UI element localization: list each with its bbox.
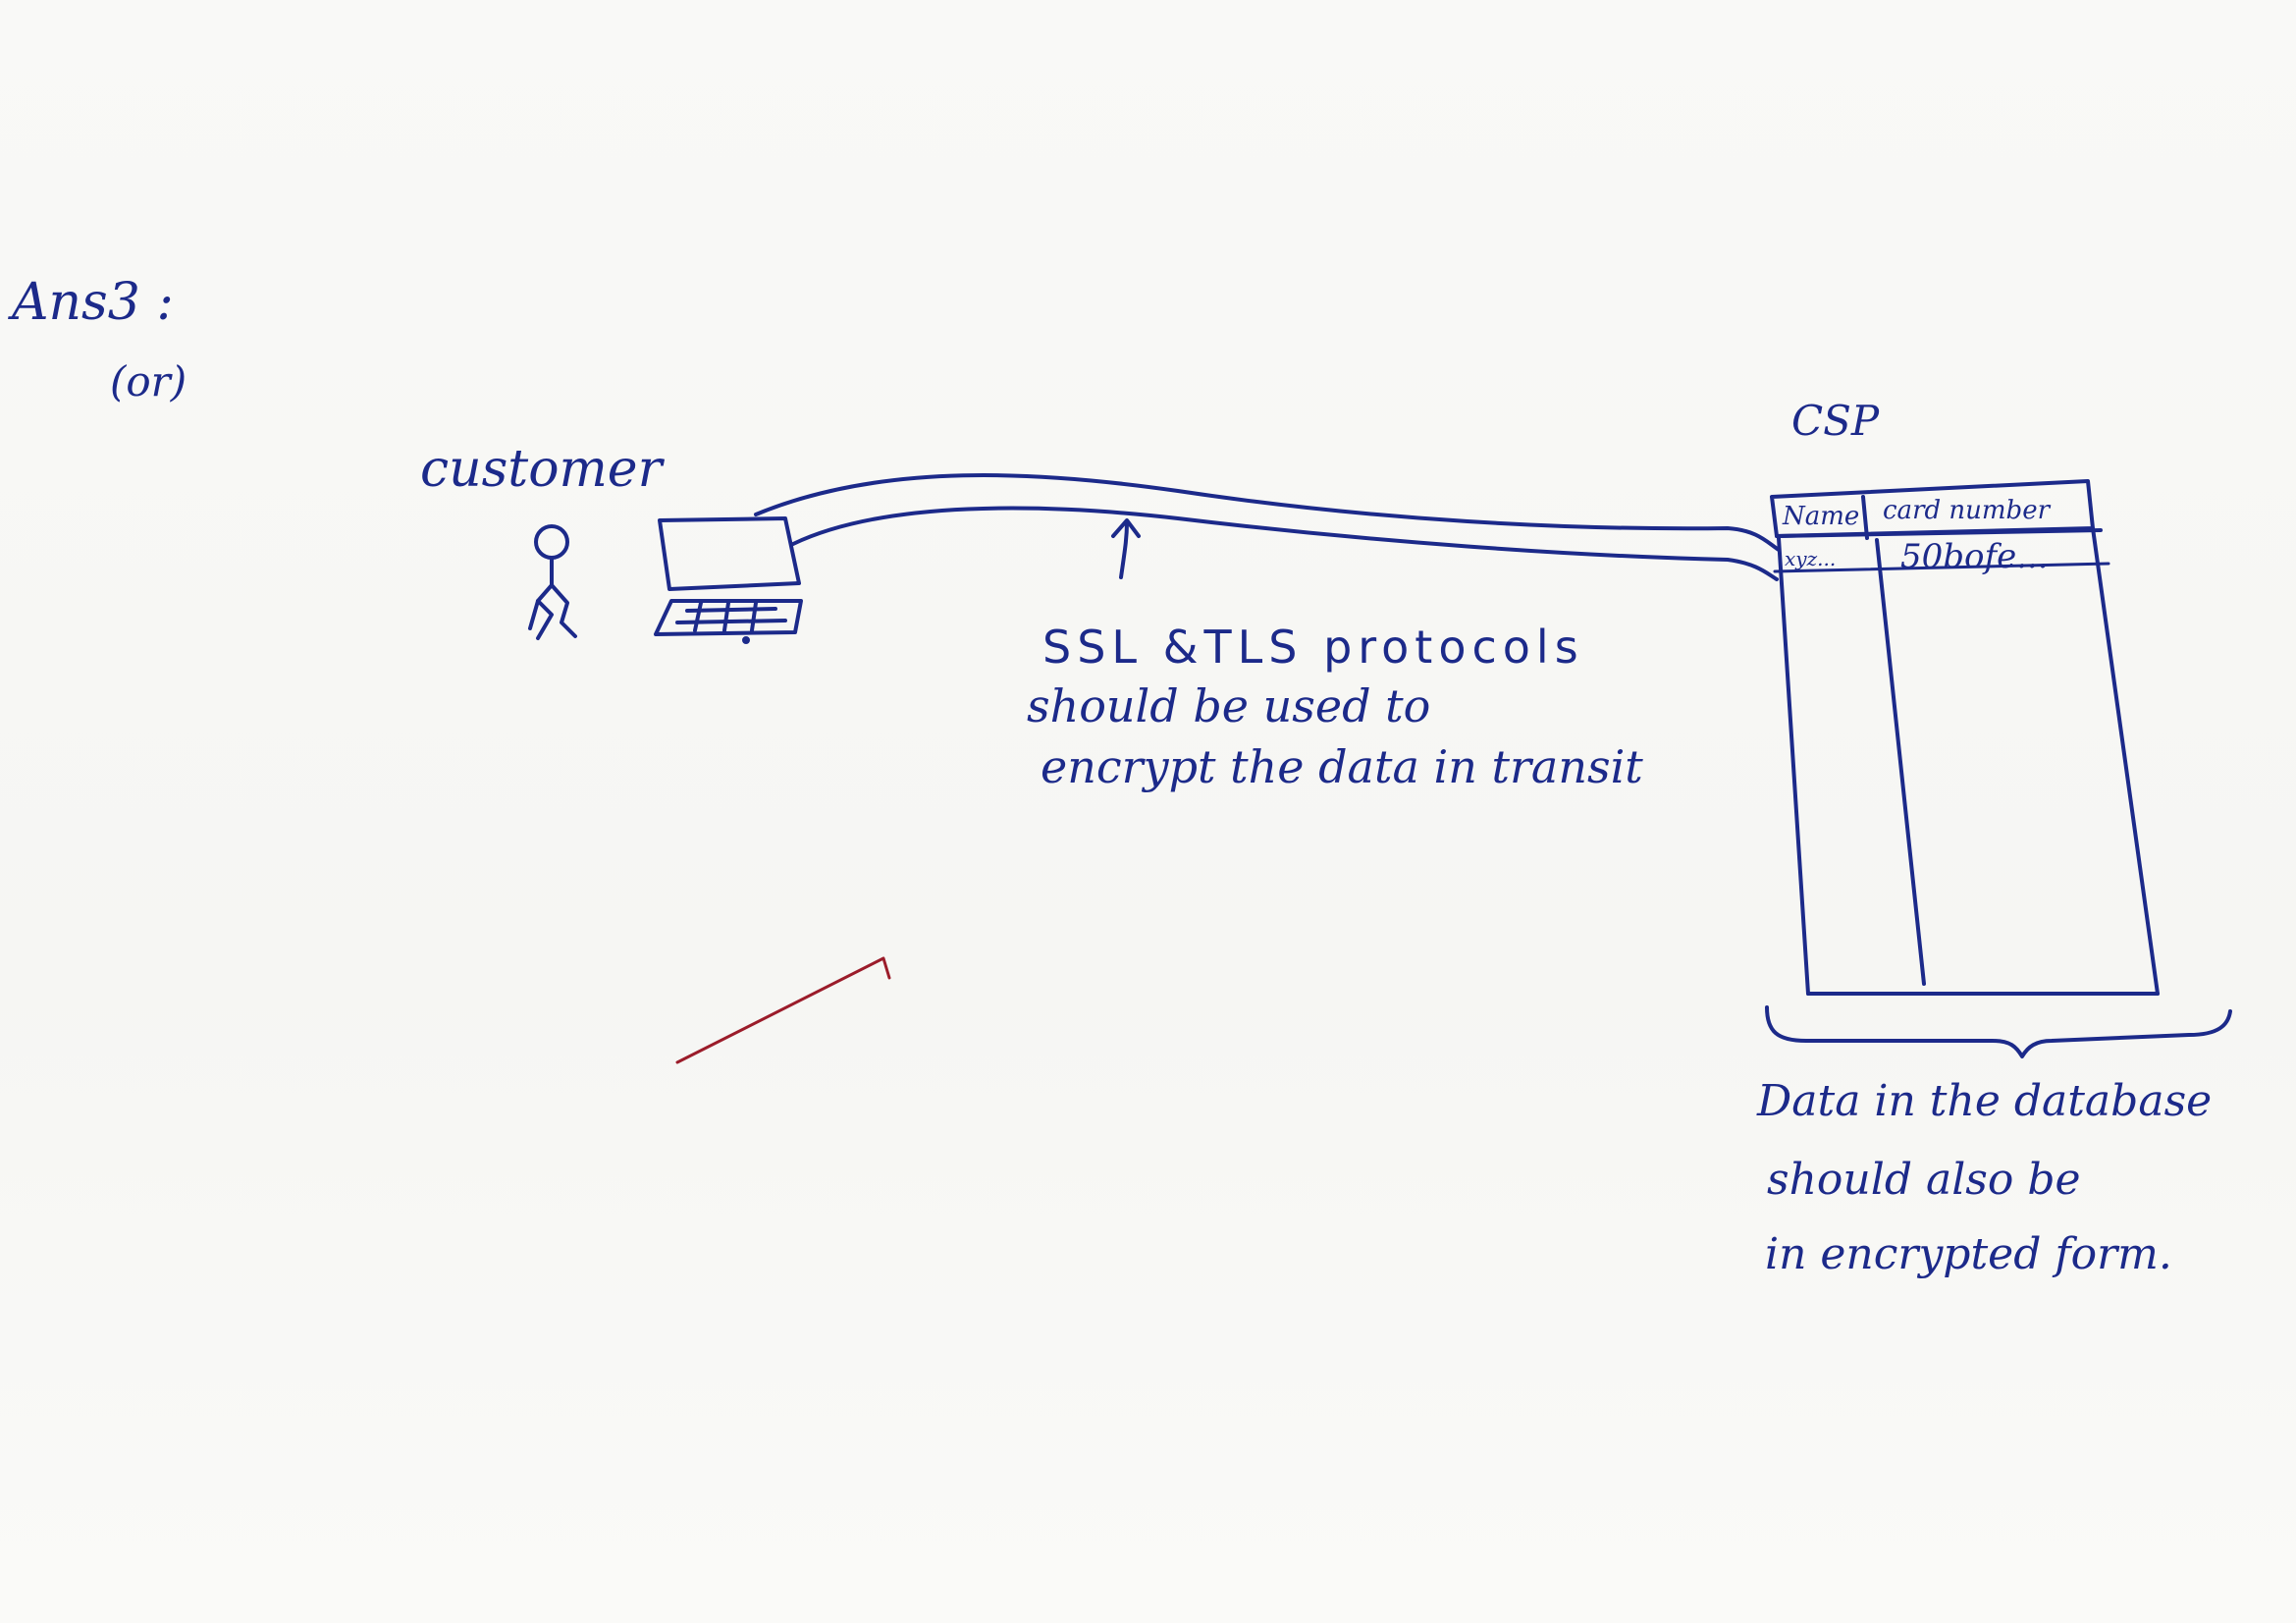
person-icon (530, 526, 575, 638)
arrow-up-icon (1113, 520, 1139, 577)
table-cell-card-number: 50bofe... (1900, 537, 2049, 576)
table-cell-name: xyz... (1785, 547, 1836, 570)
table-header-name: Name (1782, 502, 1859, 531)
brace-icon (1767, 1007, 2230, 1056)
red-check-stroke (677, 958, 889, 1062)
transit-channel (756, 475, 1779, 579)
table-header-card-number: card number (1883, 496, 2052, 525)
laptop-icon (656, 518, 801, 642)
